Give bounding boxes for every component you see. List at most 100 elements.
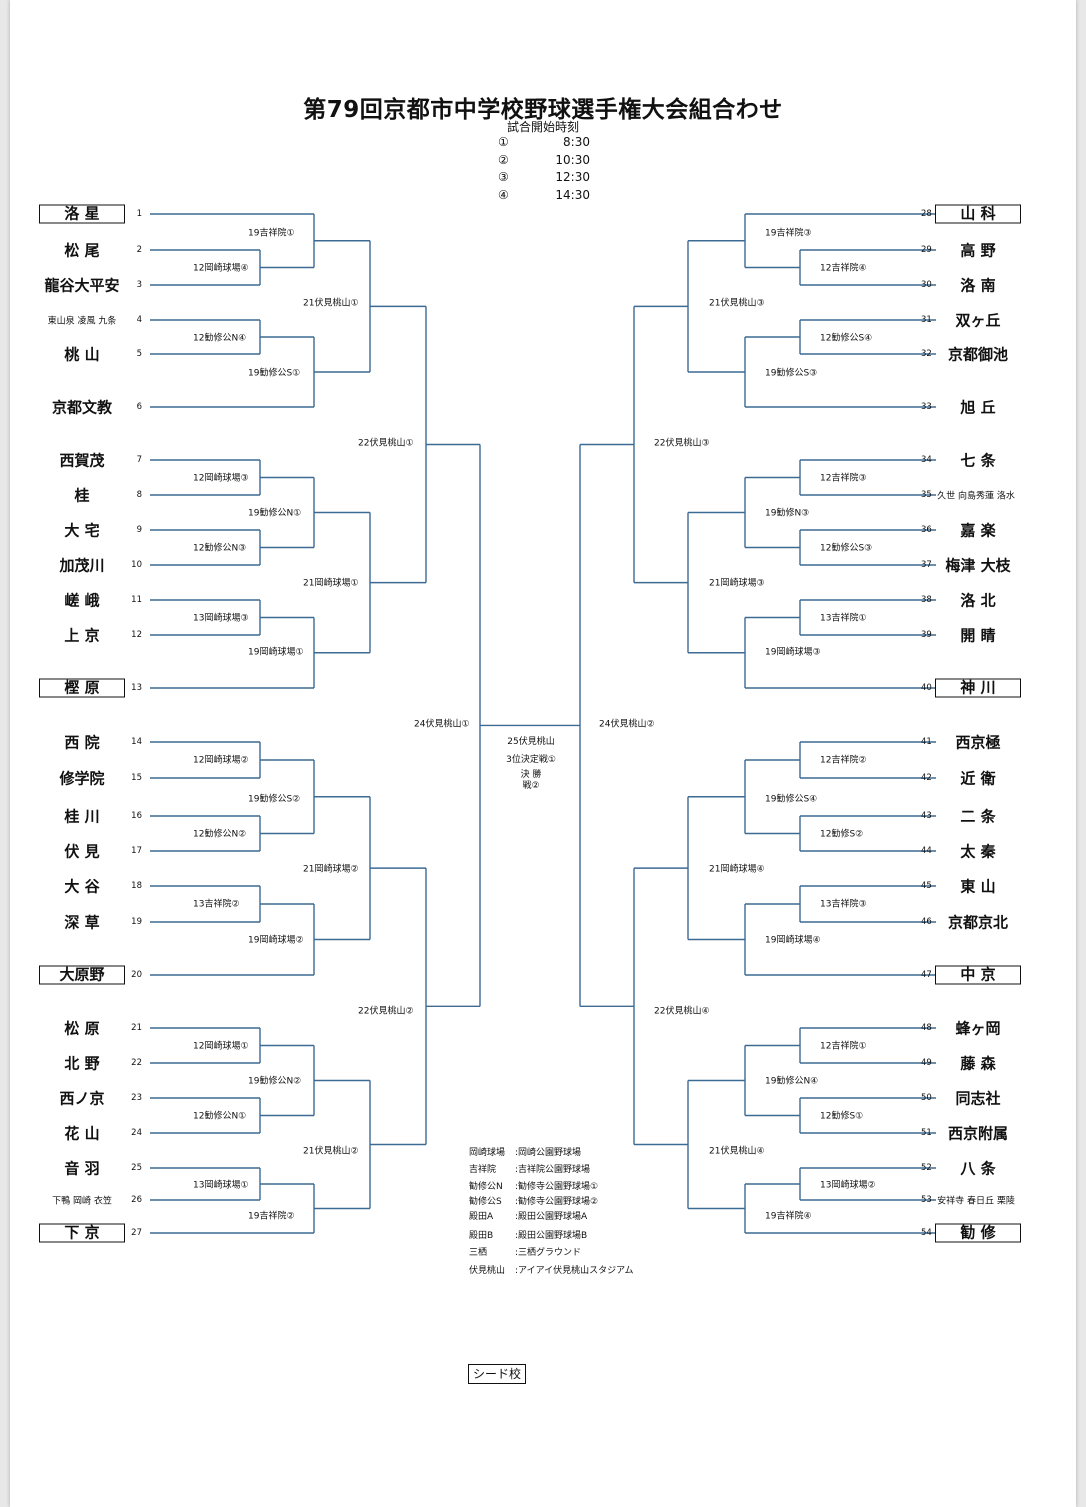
game-label: 21伏見桃山②: [303, 1146, 359, 1157]
team-number: 28: [921, 209, 932, 219]
team-name: 上 京: [64, 626, 100, 645]
team-name: 西京附属: [947, 1124, 1009, 1143]
team-name: 北 野: [64, 1054, 100, 1073]
third-place-match: 3位決定戦①: [506, 755, 556, 765]
slot-mark: ②: [498, 152, 509, 167]
team-number: 33: [921, 402, 932, 412]
team-number: 47: [921, 970, 932, 980]
game-label: 13岡崎球場①: [193, 1180, 249, 1191]
document-page: [10, 0, 1076, 1507]
team-number: 42: [921, 773, 932, 783]
team-name: 藤 森: [960, 1054, 996, 1073]
team-name: 西ノ京: [59, 1089, 105, 1108]
legend-value: :殿田公園野球場B: [515, 1231, 588, 1241]
legend-key: 殿田B: [469, 1231, 494, 1241]
game-label: 12勧修公S④: [820, 333, 873, 344]
team-name: 梅津 大枝: [945, 556, 1011, 575]
legend-entry: 三栖 :三栖グラウンド: [469, 1245, 581, 1258]
team-name: 嵯 峨: [64, 591, 100, 610]
team-name: 勧 修: [935, 1223, 1021, 1243]
team-number: 23: [131, 1093, 142, 1103]
team-name: 洛 南: [960, 276, 996, 295]
team-number: 40: [921, 683, 932, 693]
team-number: 10: [131, 560, 142, 570]
game-label: 12勧修公N④: [193, 333, 247, 344]
legend-entry: 勧修公S:勧修寺公園野球場②: [469, 1194, 598, 1207]
slot-mark: ①: [498, 135, 509, 149]
team-number: 17: [131, 846, 142, 856]
game-label: 12吉祥院①: [820, 1041, 867, 1052]
team-name: 同志社: [955, 1089, 1001, 1108]
team-name: 旭 丘: [960, 398, 996, 417]
game-label: 19吉祥院②: [248, 1211, 295, 1222]
game-label: 13吉祥院③: [820, 899, 867, 910]
legend-entry: 殿田B :殿田公園野球場B: [469, 1228, 587, 1241]
legend-entry: 勧修公N:勧修寺公園野球場①: [469, 1179, 598, 1192]
game-label: 21岡崎球場①: [303, 578, 359, 589]
team-number: 44: [921, 846, 932, 856]
game-label: 19勧修公N①: [248, 508, 302, 519]
team-name: 音 羽: [64, 1159, 100, 1178]
team-number: 18: [131, 881, 142, 891]
team-name: 中 京: [935, 965, 1021, 985]
team-name: 大原野: [39, 965, 125, 985]
team-name: 大 宅: [64, 521, 100, 540]
team-number: 29: [921, 245, 932, 255]
team-number: 6: [136, 402, 142, 412]
game-label: 19吉祥院③: [765, 228, 812, 239]
game-label: 12勧修S②: [820, 829, 864, 840]
team-number: 48: [921, 1023, 932, 1033]
team-name: 東山泉 凌風 九条: [47, 316, 117, 327]
team-number: 4: [136, 315, 142, 325]
team-number: 31: [921, 315, 932, 325]
legend-value: :三栖グラウンド: [515, 1248, 582, 1258]
team-number: 36: [921, 525, 932, 535]
game-label: 12勧修S①: [820, 1111, 864, 1122]
team-name: 桂 川: [64, 807, 100, 826]
game-label: 12勧修公N③: [193, 543, 247, 554]
team-number: 35: [921, 490, 932, 500]
team-number: 41: [921, 737, 932, 747]
team-name: 山 科: [935, 204, 1021, 224]
team-name: 深 草: [64, 913, 100, 932]
team-number: 50: [921, 1093, 932, 1103]
legend-key: 三栖: [469, 1248, 488, 1258]
game-label: 21岡崎球場②: [303, 864, 359, 875]
team-number: 37: [921, 560, 932, 570]
team-number: 27: [131, 1228, 142, 1238]
team-name: 松 尾: [64, 241, 100, 260]
game-label: 19岡崎球場④: [765, 935, 821, 946]
game-label: 21伏見桃山①: [303, 298, 359, 309]
team-number: 20: [131, 970, 142, 980]
game-label: 13岡崎球場②: [820, 1180, 876, 1191]
game-label: 21伏見桃山④: [709, 1146, 765, 1157]
legend-value: :岡崎公園野球場: [515, 1148, 582, 1158]
team-number: 11: [131, 595, 142, 605]
game-label: 19吉祥院④: [765, 1211, 812, 1222]
legend-entry: 岡崎球場:岡崎公園野球場: [469, 1145, 581, 1158]
team-name: 双ヶ丘: [955, 311, 1001, 330]
team-name: 西賀茂: [59, 451, 105, 470]
game-label: 12吉祥院③: [820, 473, 867, 484]
team-name: 松 原: [64, 1019, 100, 1038]
game-label: 19岡崎球場③: [765, 647, 821, 658]
team-name: 蜂ヶ岡: [955, 1019, 1001, 1038]
game-label: 22伏見桃山②: [358, 1006, 414, 1017]
team-number: 21: [131, 1023, 142, 1033]
final-venue: 25伏見桃山: [507, 737, 555, 747]
team-number: 51: [921, 1128, 932, 1138]
legend-entry: 殿田A:殿田公園野球場A: [469, 1209, 587, 1222]
game-label: 19勧修公N②: [248, 1076, 302, 1087]
team-number: 5: [136, 349, 142, 359]
team-number: 16: [131, 811, 142, 821]
legend-value: :勧修寺公園野球場②: [515, 1197, 599, 1207]
team-name: 桃 山: [64, 345, 100, 364]
team-number: 45: [921, 881, 932, 891]
game-label: 19勧修公S②: [248, 794, 301, 805]
team-name: 二 条: [960, 807, 996, 826]
slot-time: 12:30: [555, 170, 590, 184]
game-label: 21岡崎球場④: [709, 864, 765, 875]
slot-time: 10:30: [555, 152, 590, 167]
legend-value: :吉祥院公園野球場: [515, 1165, 591, 1175]
